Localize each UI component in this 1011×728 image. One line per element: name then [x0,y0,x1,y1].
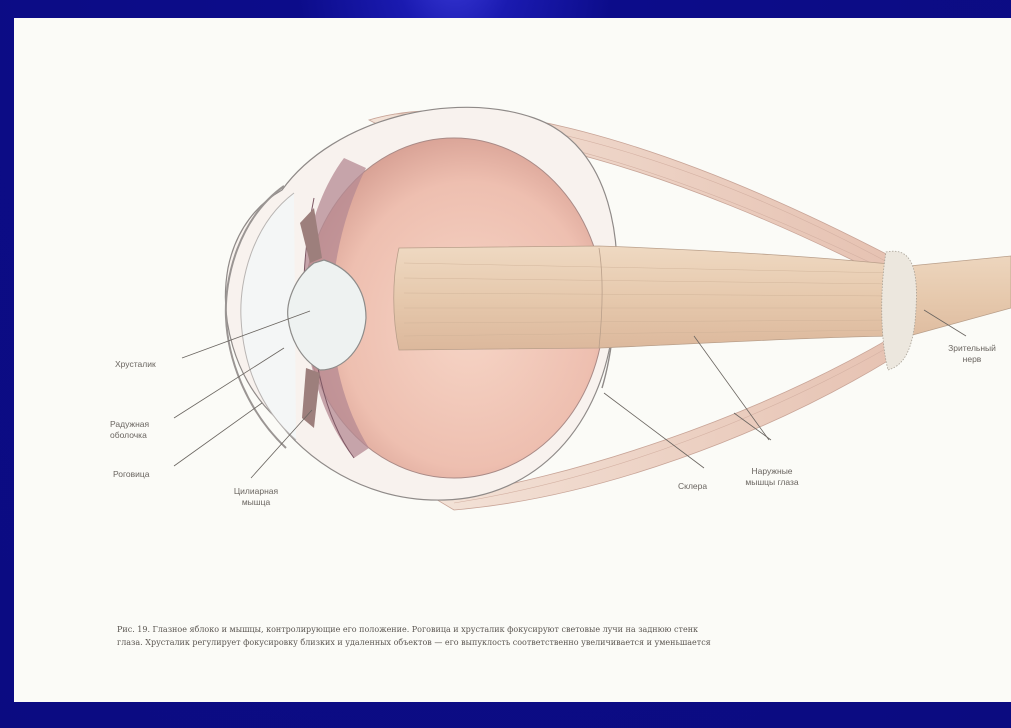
caption-line-2: глаза. Хрусталик регулирует фокусировку … [117,636,1011,649]
label-external-muscles: Наружные мышцы глаза [732,466,812,488]
label-ciliary-muscle: Цилиарная мышца [226,486,286,508]
optic-nerve [394,246,1011,350]
label-sclera: Склера [678,481,707,492]
label-iris: Радужная оболочка [110,419,149,441]
label-optic-nerve: Зрительный нерв [936,343,1008,365]
label-lens: Хрусталик [115,359,156,370]
label-cornea: Роговица [113,469,150,480]
caption-line-1: Рис. 19. Глазное яблоко и мышцы, контрол… [117,623,1011,636]
figure-caption: Рис. 19. Глазное яблоко и мышцы, контрол… [117,623,1011,649]
slide-page: Хрусталик Радужная оболочка Роговица Цил… [14,18,1011,702]
eye-diagram [14,18,1011,702]
